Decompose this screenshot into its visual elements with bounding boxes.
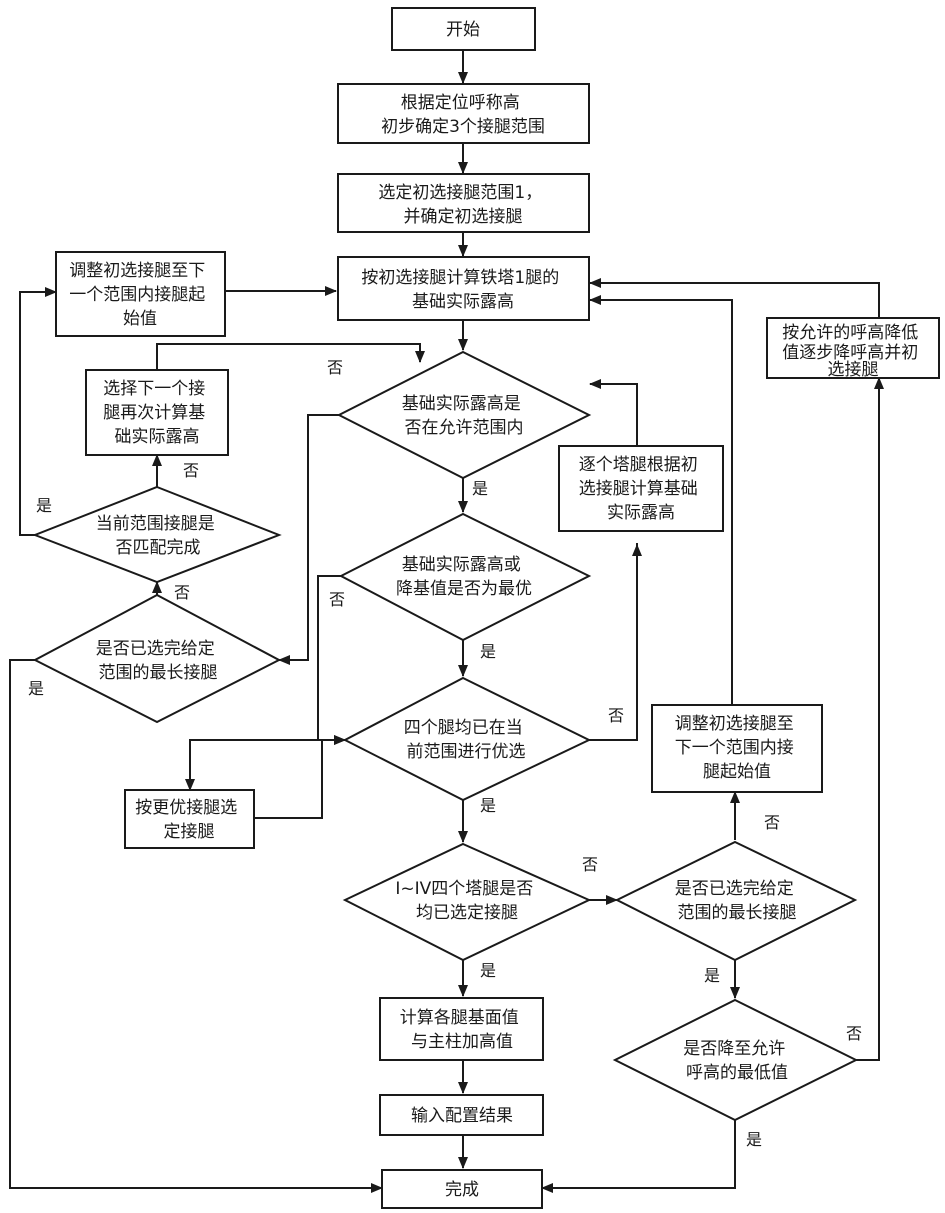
node-better-leg: 按更优接腿选 定接腿 — [124, 789, 255, 849]
edge-allfour-eachleg — [589, 543, 638, 741]
edge-minheight-finish — [541, 1120, 736, 1193]
node-calc-base-text: 计算各腿基面值 与主柱加高值 — [400, 1008, 524, 1052]
edge-inrange-no — [278, 414, 340, 665]
label-allfour-no: 否 — [608, 706, 624, 725]
node-calc-base: 计算各腿基面值 与主柱加高值 — [379, 997, 544, 1061]
label-optimal-no: 否 — [329, 590, 345, 609]
node-output: 输入配置结果 — [379, 1094, 544, 1136]
node-output-text: 输入配置结果 — [411, 1106, 513, 1126]
edge-eachleg-inrange — [589, 379, 638, 446]
label-allfour-yes: 是 — [480, 796, 496, 815]
node-range-done: 当前范围接腿是 否匹配完成 — [32, 485, 282, 584]
label-rangedone-yes: 是 — [36, 496, 52, 515]
label-minheight-yes: 是 — [746, 1130, 762, 1149]
node-finish: 完成 — [381, 1169, 543, 1209]
node-all-four-optimized: 四个腿均已在当 前范围进行优选 — [342, 676, 592, 802]
node-min-height-text: 是否降至允许 呼高的最低值 — [683, 1039, 790, 1083]
edge-lowerheight-calc — [589, 278, 880, 318]
node-select-range1: 选定初选接腿范围1， 并确定初选接腿 — [337, 173, 590, 233]
node-each-leg-calc: 逐个塔腿根据初 选接腿计算基础 实际露高 — [558, 445, 724, 532]
label-longestleft-yes: 是 — [28, 679, 44, 698]
node-adjust-left-text: 调整初选接腿至下 一个范围内接腿起 始值 — [69, 261, 210, 329]
node-adjust-right: 调整初选接腿至 下一个范围内接 腿起始值 — [651, 704, 823, 793]
label-fourselected-no: 否 — [582, 855, 598, 874]
node-select-next-leg: 选择下一个接 腿再次计算基 础实际露高 — [85, 369, 229, 456]
node-select-range1-text: 选定初选接腿范围1， 并确定初选接腿 — [378, 183, 547, 227]
node-calc-leg1: 按初选接腿计算铁塔1腿的 基础实际露高 — [337, 256, 590, 321]
edge-betterleg-allfour — [254, 735, 346, 819]
node-optimal: 基础实际露高或 降基值是否为最优 — [338, 512, 592, 642]
edge-allfour-betterleg-in — [185, 739, 345, 791]
label-longestright-no: 否 — [764, 813, 780, 832]
node-longest-right-text: 是否已选完给定 范围的最长接腿 — [675, 879, 799, 923]
label-minheight-no: 否 — [846, 1024, 862, 1043]
node-range-done-text: 当前范围接腿是 否匹配完成 — [96, 514, 220, 558]
node-determine-ranges-text: 根据定位呼称高 初步确定3个接腿范围 — [381, 93, 545, 137]
node-calc-leg1-text: 按初选接腿计算铁塔1腿的 基础实际露高 — [361, 268, 564, 312]
node-select-next-leg-text: 选择下一个接 腿再次计算基 础实际露高 — [103, 379, 210, 447]
node-start: 开始 — [391, 7, 536, 51]
node-longest-right: 是否已选完给定 范围的最长接腿 — [614, 840, 858, 962]
edges — [9, 50, 884, 1193]
node-determine-ranges: 根据定位呼称高 初步确定3个接腿范围 — [337, 83, 590, 144]
node-each-leg-calc-text: 逐个塔腿根据初 选接腿计算基础 实际露高 — [579, 455, 703, 523]
node-all-four-optimized-text: 四个腿均已在当 前范围进行优选 — [404, 718, 528, 762]
node-in-range: 基础实际露高是 否在允许范围内 — [336, 350, 592, 480]
node-longest-left: 是否已选完给定 范围的最长接腿 — [32, 593, 282, 724]
edge-labels: 否 是 否 是 否 否 是 是 否 是 否 否 是 是 否 是 — [28, 358, 862, 1149]
node-in-range-text: 基础实际露高是 否在允许范围内 — [402, 394, 526, 438]
edge-minheight-lowerheight — [856, 377, 884, 1061]
node-lower-height: 按允许的呼高降低 值逐步降呼高并初 选接腿 — [766, 317, 940, 380]
edge-rangedone-adjustleft — [19, 287, 57, 536]
node-lower-height-text: 按允许的呼高降低 值逐步降呼高并初 选接腿 — [782, 323, 923, 380]
label-fourselected-yes: 是 — [480, 961, 496, 980]
label-longestleft-no: 否 — [174, 583, 190, 602]
label-inrange-no: 否 — [327, 358, 343, 377]
label-optimal-yes: 是 — [480, 642, 496, 661]
node-min-height: 是否降至允许 呼高的最低值 — [612, 998, 859, 1122]
label-inrange-yes: 是 — [472, 479, 488, 498]
node-four-selected: I~IV四个塔腿是否 均已选定接腿 — [342, 842, 592, 962]
node-start-text: 开始 — [446, 20, 480, 40]
edge-selectnext-inrange — [156, 343, 425, 370]
label-longestright-yes: 是 — [704, 966, 720, 985]
node-adjust-left: 调整初选接腿至下 一个范围内接腿起 始值 — [55, 251, 226, 337]
node-better-leg-text: 按更优接腿选 定接腿 — [135, 798, 242, 842]
node-longest-left-text: 是否已选完给定 范围的最长接腿 — [96, 639, 220, 683]
edge-adjustright-calc — [589, 295, 733, 705]
label-rangedone-no: 否 — [183, 461, 199, 480]
node-finish-text: 完成 — [445, 1180, 479, 1200]
node-optimal-text: 基础实际露高或 降基值是否为最优 — [396, 555, 532, 599]
edge-longestleft-finish — [9, 659, 383, 1193]
node-adjust-right-text: 调整初选接腿至 下一个范围内接 腿起始值 — [675, 714, 799, 782]
node-four-selected-text: I~IV四个塔腿是否 均已选定接腿 — [395, 879, 538, 923]
